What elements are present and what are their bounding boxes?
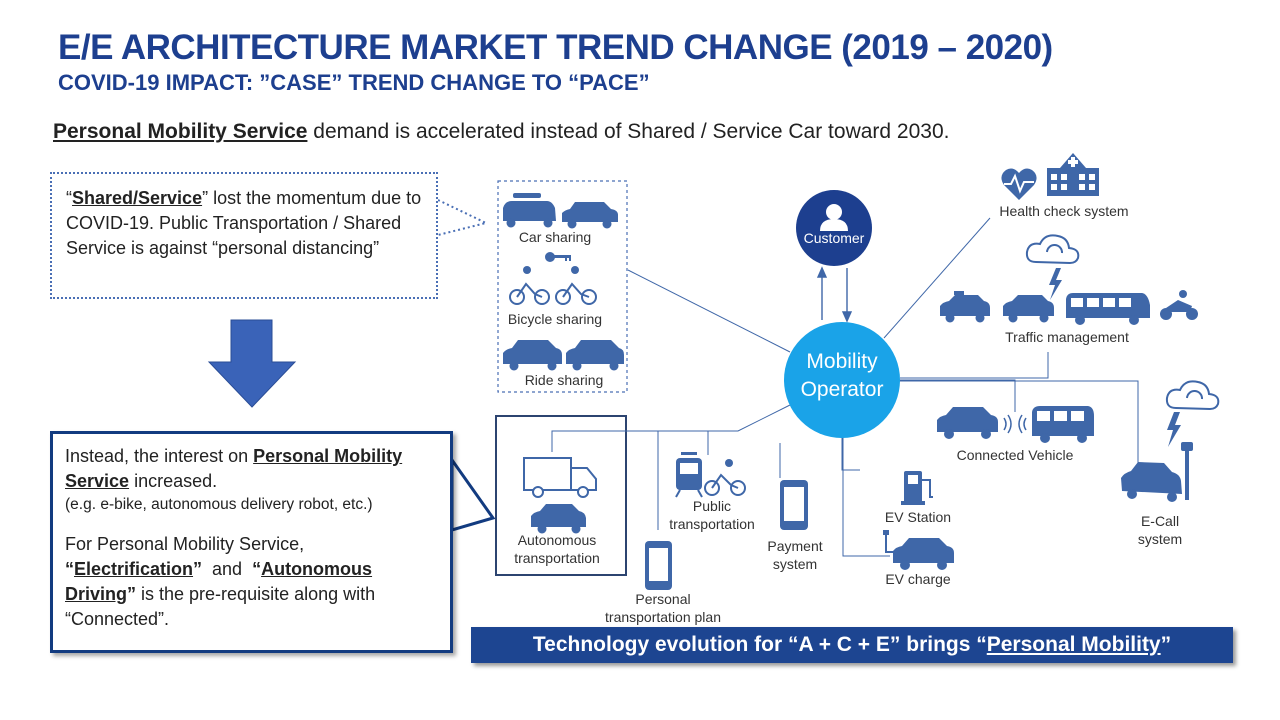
crashed-car-icon	[1121, 462, 1182, 502]
connection-lines	[551, 217, 1139, 557]
ev-charge-label: EV charge	[885, 571, 951, 587]
headline: Personal Mobility Service demand is acce…	[53, 120, 949, 144]
street-lamp-icon	[1181, 442, 1193, 500]
callout-bottom-pointer	[450, 455, 496, 533]
callout-bottom-p2: For Personal Mobility Service, “Electrif…	[65, 534, 376, 629]
personal-plan-label: Personal transportation plan	[605, 591, 721, 625]
mobility-operator-label: Mobility Operator	[800, 350, 884, 401]
cloud-lightning-icon-1	[1025, 234, 1080, 265]
ev-station-label: EV Station	[884, 509, 952, 525]
bicycle-sharing-label: Bicycle sharing	[507, 311, 603, 327]
plan-phone-icon	[645, 541, 672, 590]
car-sharing-label: Car sharing	[518, 229, 592, 245]
traffic-management-label: Traffic management	[1005, 329, 1129, 345]
banner-emphasis: Personal Mobility	[986, 633, 1161, 656]
public-transportation-label: Public transportation	[669, 498, 755, 532]
cloud-lightning-icon-2	[1165, 380, 1220, 411]
ev-station-icon	[901, 471, 933, 505]
ev-charge-car-icon	[883, 530, 954, 570]
icons	[503, 153, 1220, 590]
callout-top-pointer	[437, 199, 489, 236]
tram-icon	[675, 452, 703, 498]
wireless-signal-icon	[1003, 414, 1027, 434]
headline-rest: demand is accelerated instead of Shared …	[307, 120, 950, 143]
page-title: E/E ARCHITECTURE MARKET TREND CHANGE (20…	[58, 28, 1053, 67]
traffic-car-icon	[1003, 295, 1054, 323]
public-bicycle-icon	[704, 473, 746, 496]
customer-person-icon	[826, 204, 842, 220]
callout-bottom-p1: Instead, the interest on Personal Mobili…	[65, 446, 403, 491]
autonomous-label: Autonomous transportation	[514, 532, 600, 566]
autonomous-box	[495, 415, 627, 576]
callout-bottom-example: (e.g. e-bike, autonomous delivery robot,…	[65, 496, 373, 513]
page-subtitle: COVID-19 IMPACT: ”CASE” TREND CHANGE TO …	[58, 70, 650, 95]
police-car-icon	[940, 291, 990, 323]
customer-arrows	[816, 266, 853, 323]
mobility-operator-node	[784, 322, 900, 438]
car-sharing-car-icon	[562, 202, 618, 229]
callout-top-emphasis: Shared/Service	[72, 188, 203, 208]
technology-banner: Technology evolution for “A + C + E” bri…	[471, 627, 1233, 663]
hospital-icon	[1047, 153, 1099, 196]
health-check-label: Health check system	[999, 203, 1129, 219]
payment-phone-icon	[780, 480, 808, 530]
connected-bus-icon	[1032, 406, 1094, 443]
callout-bottom-emphasis: Personal Mobility Service	[65, 446, 403, 491]
autonomous-car-icon	[531, 504, 586, 534]
sharing-group-box	[497, 180, 628, 393]
bus-icon	[1066, 293, 1150, 325]
van-icon	[503, 193, 556, 228]
autonomous-driving-emphasis: Autonomous Driving	[65, 559, 373, 604]
ride-sharing-car-icon-2	[566, 340, 624, 371]
truck-icon	[523, 457, 597, 498]
headline-emphasis: Personal Mobility Service	[53, 120, 308, 143]
callout-personal-mobility: Instead, the interest on Personal Mobili…	[50, 431, 453, 653]
callout-top-text: ” lost the momentum due to COVID-19. Pub…	[66, 188, 422, 258]
motorcycle-icon	[1160, 290, 1198, 320]
customer-label: Customer	[803, 230, 865, 246]
electrification-emphasis: Electrification	[74, 559, 194, 579]
bicycle-icon-2	[555, 282, 597, 305]
bicycle-icon-1	[509, 282, 550, 305]
connected-car-icon	[937, 407, 998, 439]
heart-icon	[1001, 168, 1037, 200]
down-arrow-icon	[207, 319, 297, 408]
ride-sharing-label: Ride sharing	[524, 372, 604, 388]
key-icon	[545, 252, 571, 262]
connected-vehicle-label: Connected Vehicle	[956, 447, 1074, 463]
payment-label: Payment system	[767, 538, 823, 572]
ecall-label: E-Call system	[1137, 513, 1183, 547]
ride-sharing-car-icon-1	[503, 340, 562, 371]
callout-shared-service: “Shared/Service” lost the momentum due t…	[50, 172, 438, 299]
